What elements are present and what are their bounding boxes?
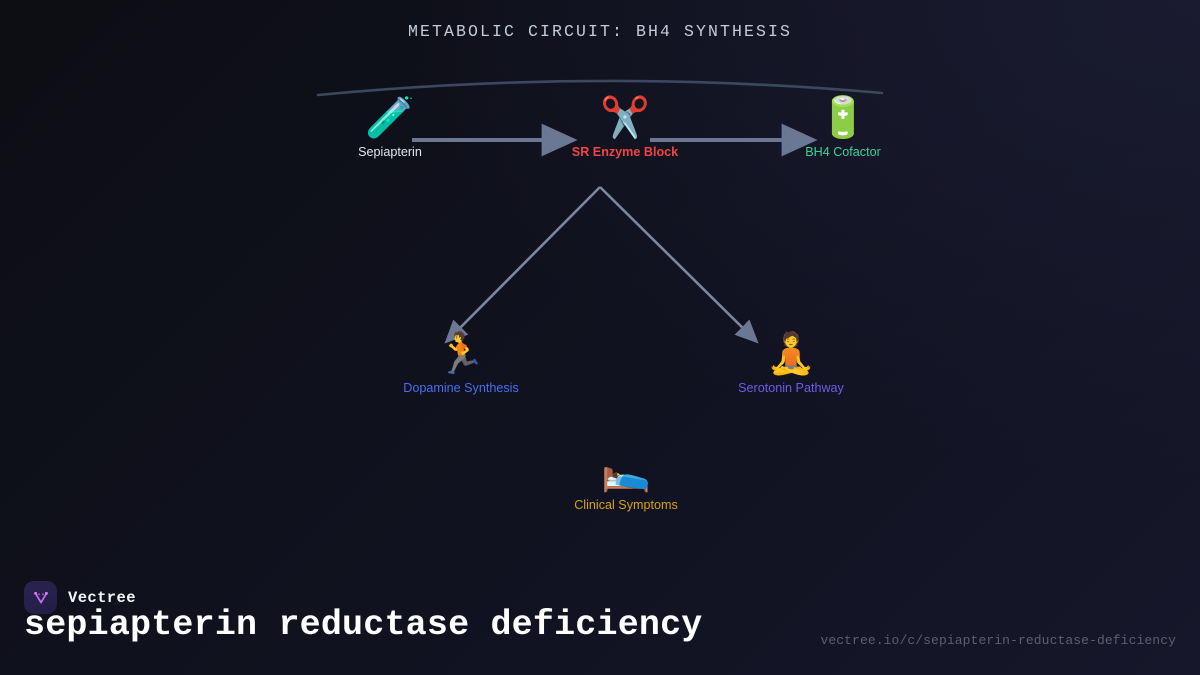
diagram-title: METABOLIC CIRCUIT: BH4 SYNTHESIS (407, 22, 793, 41)
node-dopamine-synthesis[interactable]: 🏃 Dopamine Synthesis (361, 331, 561, 396)
test-tube-icon: 🧪 (365, 95, 415, 141)
node-sr-enzyme-block[interactable]: ✂️ SR Enzyme Block (525, 95, 725, 160)
node-clinical-symptoms[interactable]: 🛌 Clinical Symptoms (526, 448, 726, 513)
edge-block-to-dopamine (444, 186, 601, 344)
node-label: Sepiapterin (358, 145, 422, 159)
brand[interactable]: Vectree (24, 581, 136, 614)
edge-bypass-arc (316, 79, 884, 97)
person-lotus-icon: 🧘 (766, 331, 816, 377)
footer: Vectree sepiapterin reductase deficiency… (0, 557, 1200, 675)
node-sepiapterin[interactable]: 🧪 Sepiapterin (290, 95, 490, 160)
page-title: sepiapterin reductase deficiency (24, 605, 703, 645)
node-label: Clinical Symptoms (574, 498, 678, 512)
vectree-logo-icon (24, 581, 57, 614)
person-in-bed-icon: 🛌 (601, 448, 651, 494)
node-label: BH4 Cofactor (805, 145, 881, 159)
battery-icon: 🔋 (818, 95, 868, 141)
node-bh4-cofactor[interactable]: 🔋 BH4 Cofactor (743, 95, 943, 160)
node-label: Serotonin Pathway (738, 381, 844, 395)
page-url: vectree.io/c/sepiapterin-reductase-defic… (820, 633, 1176, 648)
node-serotonin-pathway[interactable]: 🧘 Serotonin Pathway (691, 331, 891, 396)
node-label: SR Enzyme Block (571, 145, 679, 159)
person-running-icon: 🏃 (436, 331, 486, 377)
edge-block-to-serotonin (599, 186, 759, 344)
scissors-icon: ✂️ (600, 95, 650, 141)
brand-name: Vectree (68, 588, 136, 607)
node-label: Dopamine Synthesis (403, 381, 519, 395)
